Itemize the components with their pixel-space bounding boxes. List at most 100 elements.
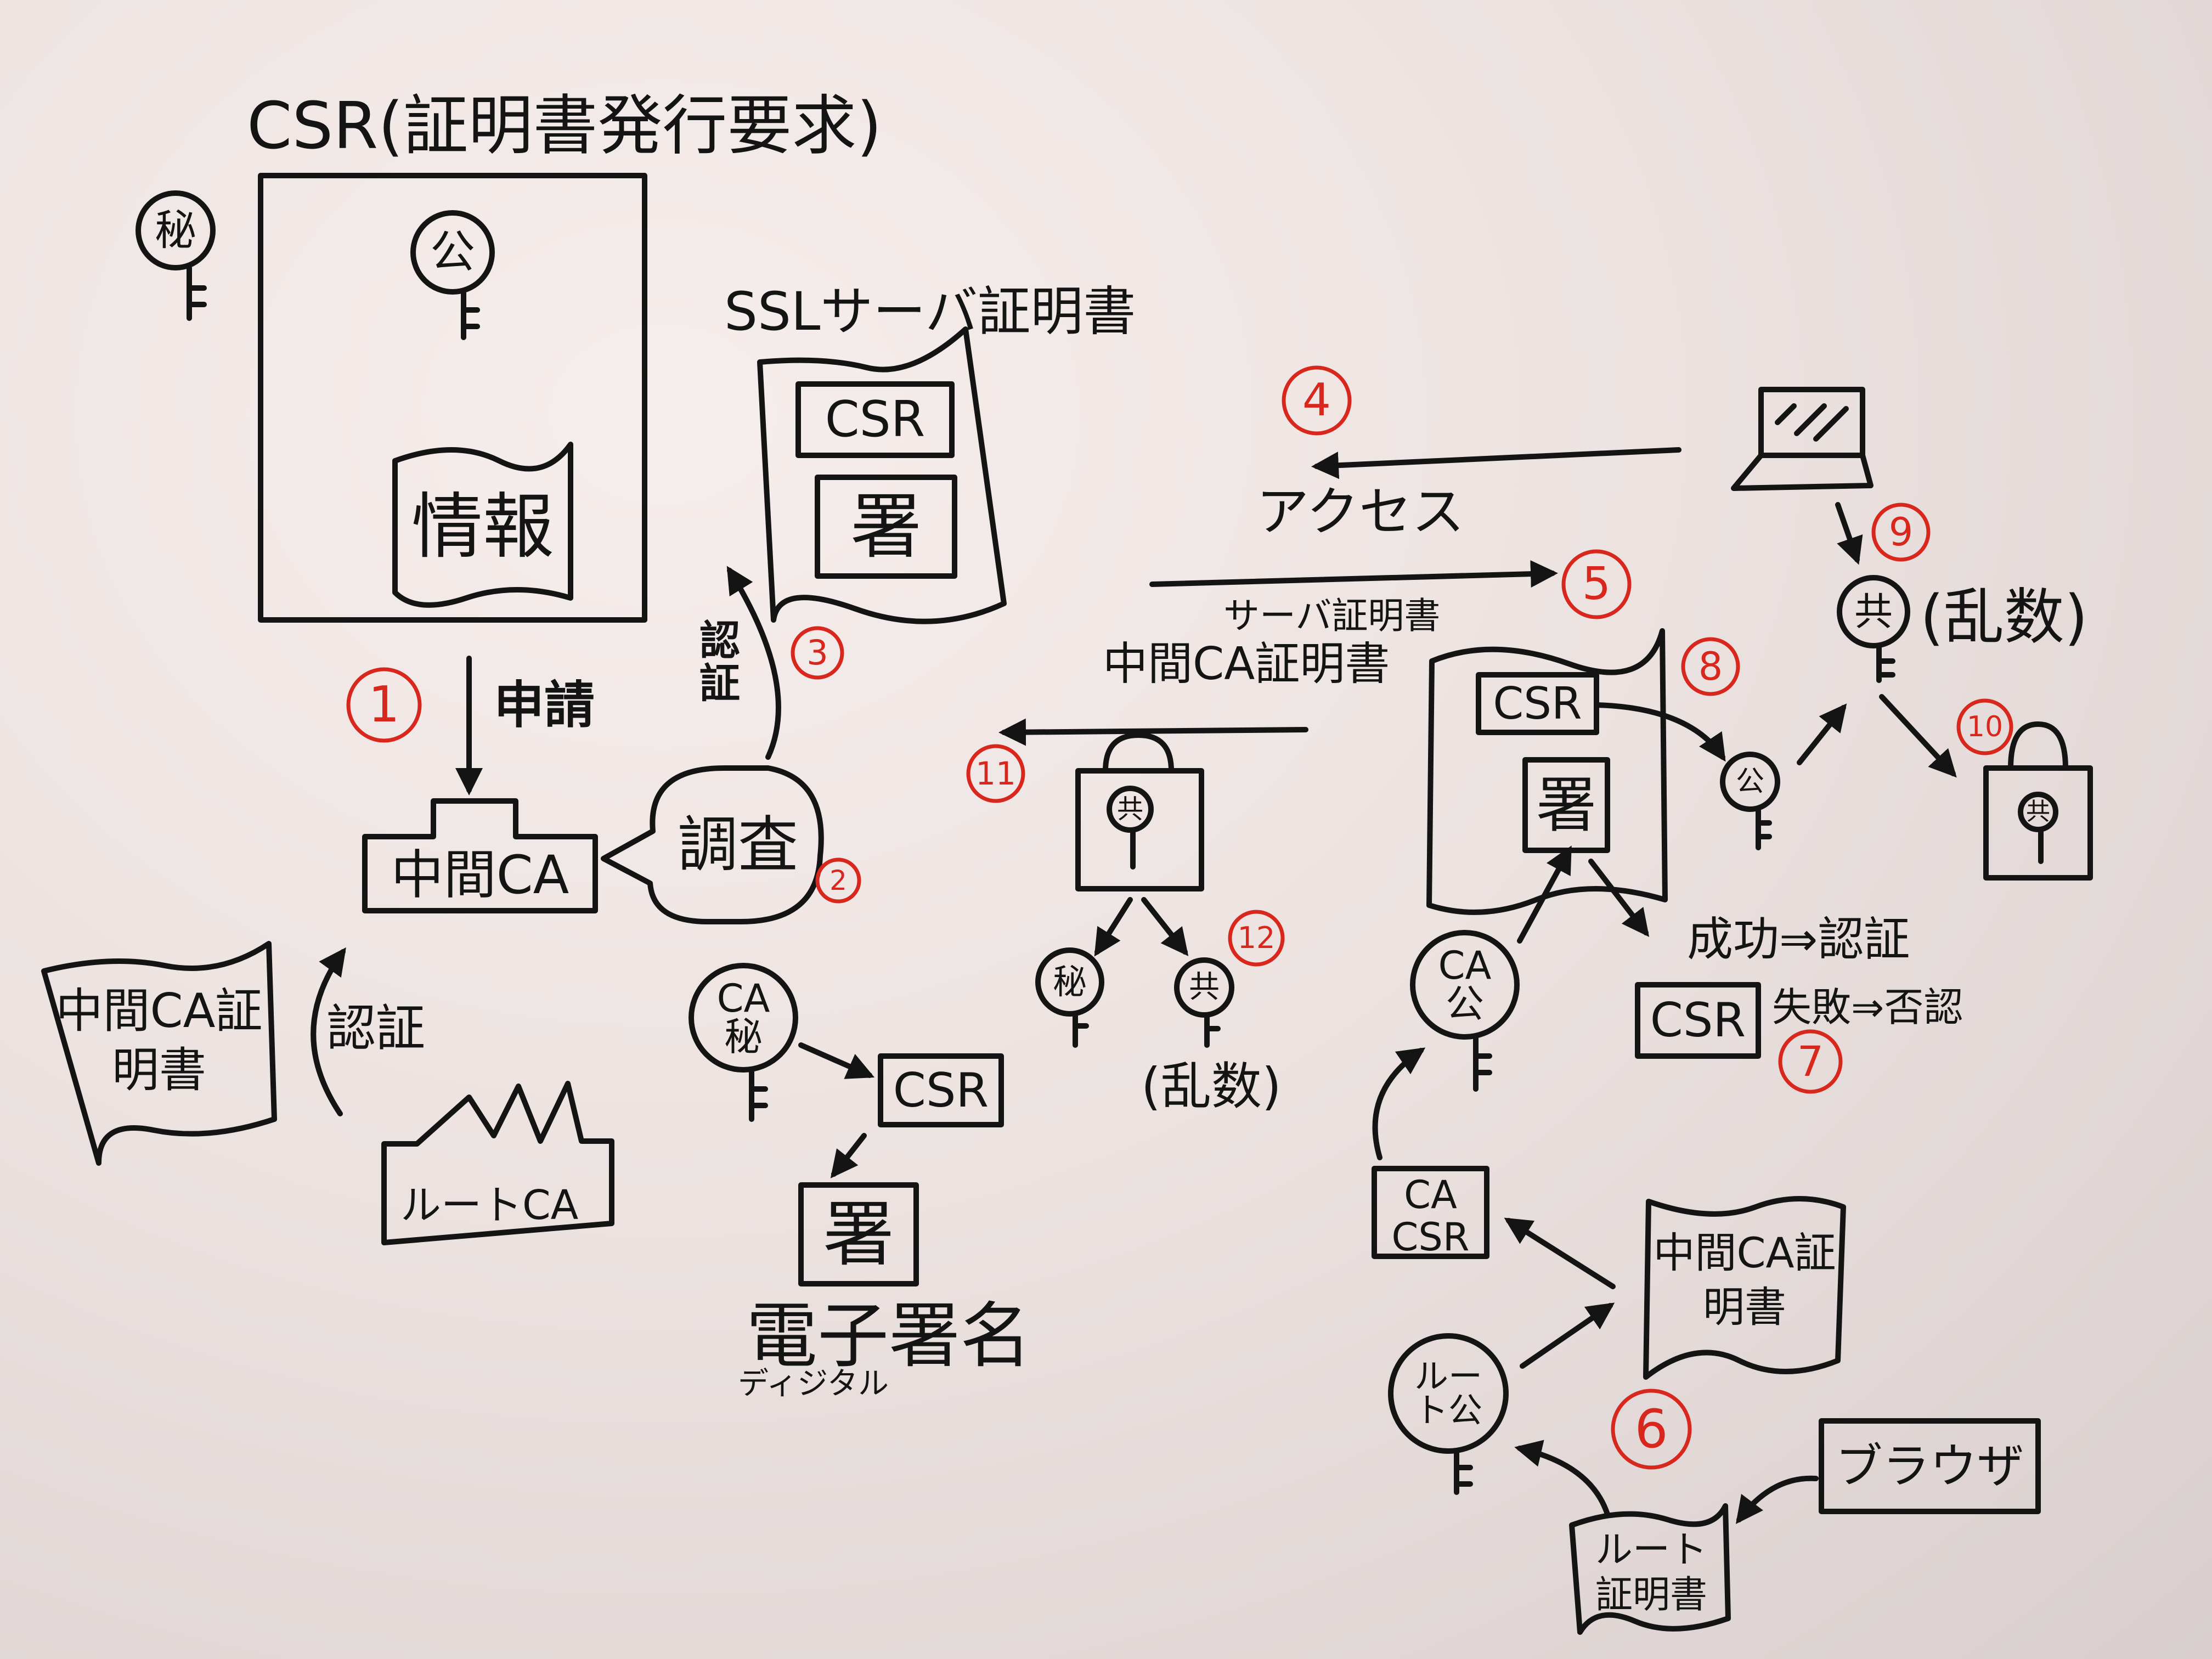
auth-arrow-ssl [726, 566, 781, 760]
root-cert-to-root-public-arrow [1514, 1440, 1610, 1517]
intermediate-cert-arrow [998, 718, 1308, 746]
intermediate-ca-building [362, 798, 598, 913]
random-label-middle: (乱数) [1141, 1057, 1282, 1116]
access-arrow [1311, 447, 1681, 479]
digital-label: ディジタル [738, 1366, 889, 1402]
public-key-small-label: 公 [1735, 765, 1764, 798]
step-number-9: 9 [1888, 510, 1914, 555]
root-public-to-cert-arrow [1520, 1302, 1615, 1369]
ssl-cert-title: SSLサーバ証明書 [724, 281, 1136, 342]
server-cert-csr-label: CSR [1493, 678, 1582, 729]
public-key-label: 公 [430, 226, 475, 278]
public-to-shared-arrow [1797, 703, 1847, 765]
step-number-2: 2 [830, 865, 847, 896]
root-cert-label: ルート証明書 [1595, 1528, 1707, 1617]
apply-label: 申請 [494, 676, 595, 735]
ca-public-to-sign-arrow [1517, 845, 1572, 944]
sign-to-result-arrow [1588, 859, 1650, 937]
secret-key-icon [136, 190, 216, 321]
server-cert-signature-label: 署 [1536, 770, 1596, 840]
bag-right-key-label: 共 [2026, 798, 2050, 826]
ca-public-key-label: CA公 [1438, 943, 1492, 1026]
csr-to-sign-arrow [830, 1133, 867, 1178]
step-number-4: 4 [1302, 374, 1331, 426]
step-number-3: 3 [806, 633, 828, 673]
root-public-key-label: ルート公 [1414, 1356, 1482, 1430]
intermediate-ca-cert-label-left: 中間CA証明書 [55, 984, 263, 1098]
step-circles [346, 365, 2013, 1470]
secret-key-middle-label: 秘 [1052, 962, 1087, 1002]
ca-secret-key-label: CA秘 [716, 976, 770, 1059]
csr-result-box [1635, 982, 1761, 1059]
laptop-icon [1731, 387, 1874, 491]
step-number-7: 7 [1797, 1037, 1824, 1086]
bag-to-shared-arrow [1141, 897, 1189, 956]
intermediate-cert-to-ca-csr-arrow [1504, 1217, 1616, 1289]
signature-box [798, 1182, 919, 1286]
investigate-label: 調査 [678, 810, 798, 880]
server-cert-arrow [1149, 560, 1558, 588]
result-csr-label: CSR [1650, 993, 1746, 1048]
root-ca-label: ルートCA [400, 1182, 579, 1229]
ca-public-key-icon [1410, 930, 1520, 1092]
digital-signature-label: 電子署名 [746, 1294, 1032, 1378]
auth-arrow-left [311, 947, 346, 1116]
shared-key-middle-label: 共 [1189, 969, 1220, 1005]
shared-key-random-icon [1837, 575, 1910, 683]
step-number-10: 10 [1966, 710, 2004, 743]
secret-key-label: 秘 [155, 206, 196, 255]
ssl-signature-label: 署 [850, 485, 922, 568]
bag-to-secret-arrow [1094, 897, 1133, 957]
ca-csr-box [1372, 1166, 1489, 1259]
csr-document [258, 173, 647, 623]
root-certificate-flag [1569, 1503, 1731, 1635]
ca-csr-label: CA CSR [1391, 1172, 1470, 1260]
fail-deny-label: 失敗⇒否認 [1772, 984, 1963, 1030]
step-number-6: 6 [1634, 1398, 1668, 1460]
shared-to-bag-arrow [1879, 694, 1957, 778]
auth-label-left: 認証 [326, 1000, 425, 1057]
ca-secret-key-icon [689, 963, 798, 1122]
step-number-12: 12 [1237, 921, 1276, 955]
digital-signature-box-label: 署 [822, 1193, 894, 1276]
csr-box-digital [878, 1053, 1004, 1127]
encrypted-bag-middle [1075, 732, 1204, 891]
auth-vertical-label: 認証 [699, 617, 740, 707]
investigate-bubble [601, 765, 824, 924]
digital-csr-label: CSR [893, 1063, 989, 1118]
step-number-8: 8 [1698, 644, 1723, 689]
ca-csr-to-ca-public-arrow [1372, 1047, 1426, 1160]
intermediate-ca-cert-flag [41, 941, 277, 1166]
browser-box [1819, 1418, 2041, 1514]
step-number-1: 1 [368, 676, 400, 733]
public-key-icon [410, 210, 495, 340]
intermediate-ca-cert-right [1643, 1196, 1846, 1380]
shared-key-middle-icon [1174, 957, 1234, 1048]
intermediate-ca-cert-label-mid: 中間CA証明書 [1103, 638, 1390, 690]
random-label-right: (乱数) [1920, 582, 2088, 652]
ssl-csr-label: CSR [825, 391, 926, 448]
encrypted-bag-right [1983, 721, 2093, 881]
intermediate-ca-cert-label-right: 中間CA証明書 [1653, 1228, 1836, 1331]
page-title: CSR(証明書発行要求) [247, 88, 882, 163]
public-key-small-icon [1720, 752, 1780, 850]
laptop-to-shared-arrow [1835, 502, 1863, 565]
browser-to-root-cert-arrow [1735, 1475, 1819, 1524]
shared-key-random-label: 共 [1854, 589, 1893, 634]
step-number-11: 11 [975, 755, 1016, 792]
ca-key-to-csr-arrow [798, 1042, 875, 1079]
browser-label: ブラウザ [1835, 1438, 2024, 1494]
secret-key-middle-icon [1035, 947, 1104, 1048]
csr-to-public-arrow [1594, 702, 1726, 762]
access-label: アクセス [1256, 481, 1465, 543]
root-public-key-icon [1388, 1333, 1509, 1495]
ssl-server-certificate [757, 326, 1007, 624]
bag-middle-key-label: 共 [1116, 794, 1143, 825]
success-auth-label: 成功⇒認証 [1687, 912, 1910, 966]
server-cert-label: サーバ証明書 [1223, 595, 1441, 637]
intermediate-ca-label: 中間CA [391, 844, 569, 906]
step-number-5: 5 [1582, 558, 1611, 610]
csr-info-label: 情報 [411, 485, 554, 568]
